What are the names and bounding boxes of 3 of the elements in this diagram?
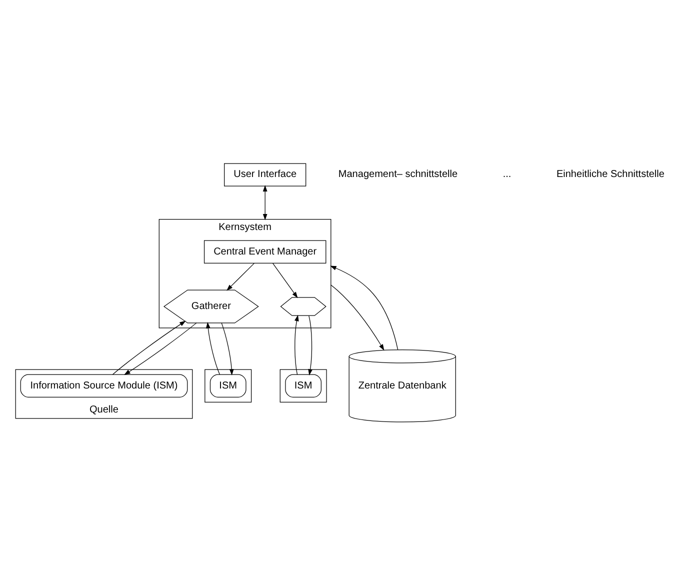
- label: ...: [502, 168, 512, 180]
- label: Management– schnittstelle: [338, 168, 458, 180]
- label: Einheitliche Schnittstelle: [556, 168, 664, 180]
